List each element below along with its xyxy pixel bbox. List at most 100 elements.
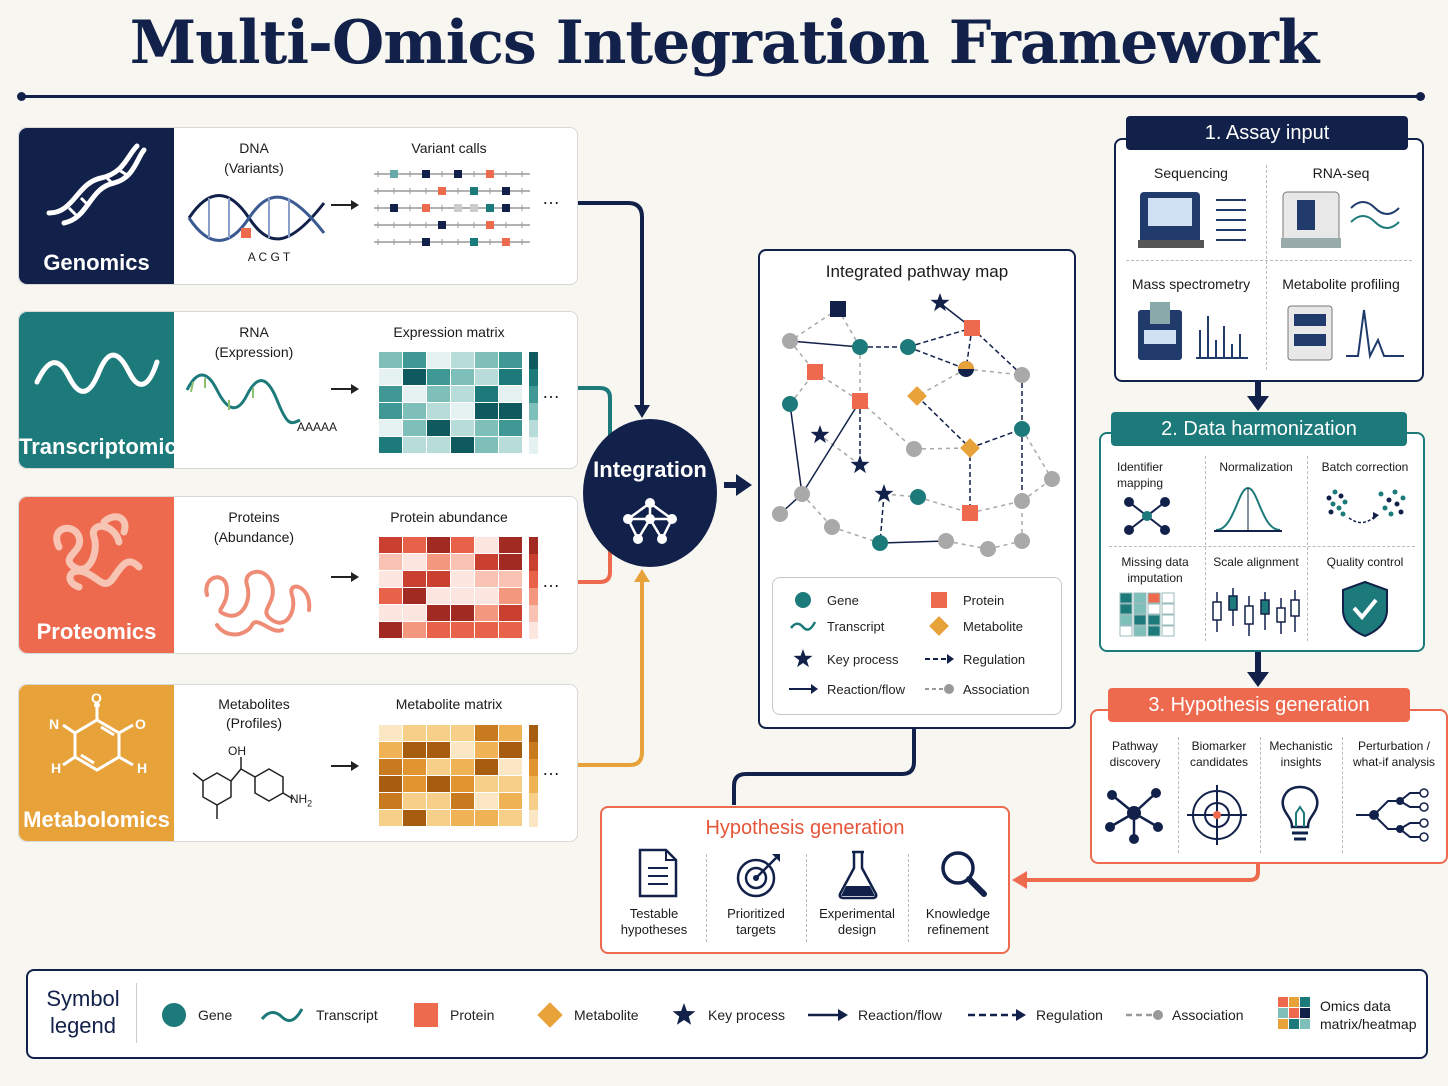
dna-label: DNA	[239, 140, 269, 156]
pathway-legend-metabolite-label: Metabolite	[963, 619, 1023, 634]
pathway-legend-transcript-icon	[790, 621, 817, 631]
metabolites-sublabel: (Profiles)	[225, 715, 282, 731]
heatmap-cell	[403, 571, 426, 587]
color-scale-bar	[529, 742, 538, 759]
assay-sequencing-label: Sequencing	[1154, 165, 1228, 181]
color-scale-bar	[529, 622, 538, 639]
heatmap-cell	[403, 605, 426, 621]
harmonization-divider-h	[1109, 546, 1415, 547]
legend-heatmap-cell	[1300, 997, 1310, 1007]
batch-point	[1330, 501, 1336, 507]
batch-point	[1342, 499, 1348, 505]
prioritized-line1: Prioritized	[727, 906, 785, 921]
color-scale-bar	[529, 793, 538, 810]
batch-point	[1392, 489, 1398, 495]
normalization-curve-icon	[1214, 486, 1282, 532]
outputs-divider-3	[908, 854, 909, 942]
legend-heatmap-cell	[1278, 1008, 1288, 1018]
heatmap-cell	[451, 759, 474, 775]
missing-data-cell	[1147, 625, 1161, 637]
batch-arrow	[1348, 515, 1376, 524]
heatmap-cell	[499, 437, 522, 453]
heatmap-cell	[499, 369, 522, 385]
heatmap-line1: Omics data	[1320, 998, 1391, 1014]
color-scale-bar	[529, 776, 538, 793]
missing-data-cell	[1133, 592, 1147, 604]
heatmap-cell	[403, 554, 426, 570]
batch-point	[1378, 491, 1384, 497]
proteins-sublabel: (Abundance)	[213, 529, 295, 545]
transcriptomics-tile: Transcriptomics	[19, 312, 189, 468]
heatmap-cell	[403, 776, 426, 792]
heatmap-cell	[499, 759, 522, 775]
color-scale-bar	[529, 386, 538, 403]
hypothesis-divider-2	[1260, 737, 1261, 853]
gene-node	[1014, 421, 1030, 437]
association-node	[1014, 493, 1030, 509]
svg-text:O: O	[135, 716, 146, 732]
legend-association-dot	[1153, 1010, 1163, 1020]
association-node	[772, 506, 788, 522]
heatmap-cell	[403, 403, 426, 419]
pathway-edge	[913, 447, 971, 450]
legend-heatmap-cell	[1289, 1019, 1299, 1029]
pathway-edge	[907, 346, 967, 370]
biomarker-line1: Biomarker	[1191, 739, 1247, 753]
rna-sublabel: (Expression)	[214, 344, 294, 360]
heatmap-cell	[499, 622, 522, 638]
heatmap-cell	[427, 369, 450, 385]
heatmap-cell	[379, 810, 402, 826]
biomarker-target-icon	[1187, 785, 1247, 845]
protein-abundance-title: Protein abundance	[390, 509, 508, 525]
heatmap-cell	[451, 742, 474, 758]
heatmap-cell	[403, 622, 426, 638]
pathway-network	[772, 293, 1060, 557]
rna-label: RNA	[239, 324, 269, 340]
heatmap-cell	[403, 386, 426, 402]
heatmap-cell	[475, 386, 498, 402]
heatmap-cell	[475, 776, 498, 792]
heatmap-cell	[379, 622, 402, 638]
proteomics-tile: Proteomics	[19, 497, 174, 653]
batch-point	[1328, 509, 1334, 515]
integration-hub[interactable]: Integration	[583, 419, 717, 567]
heatmap-cell	[379, 793, 402, 809]
color-scale-bar	[529, 537, 538, 554]
batch-point	[1386, 497, 1392, 503]
perturbation-line2: what-if analysis	[1352, 755, 1436, 769]
heatmap-cell	[427, 622, 450, 638]
integration-label: Integration	[593, 457, 707, 482]
heatmap-cell	[403, 759, 426, 775]
document-icon	[638, 848, 678, 898]
batch-point	[1340, 511, 1346, 517]
magnifier-icon	[941, 851, 987, 897]
protein-fold-icon	[53, 513, 143, 591]
key-process-node	[850, 455, 870, 474]
heatmap-cell	[475, 605, 498, 621]
color-scale-bar	[529, 571, 538, 588]
legend-title-divider	[136, 983, 137, 1043]
heatmap-cell	[475, 403, 498, 419]
batch-arrow-head	[1373, 512, 1379, 520]
nh2-group: NH2	[281, 791, 321, 811]
missing-data-cell	[1119, 625, 1133, 637]
proteomics-panel: Proteomics Proteins (Abundance) Protein …	[18, 496, 578, 654]
pathway-edge	[965, 368, 1023, 376]
arrow-icon	[331, 384, 359, 394]
legend-heatmap-label: Omics data matrix/heatmap	[1320, 997, 1424, 1033]
heatmap-cell	[451, 571, 474, 587]
pathway-discovery-line1: Pathway	[1111, 739, 1159, 753]
missing-data-cell	[1161, 625, 1175, 637]
pathway-edge	[789, 340, 861, 348]
nh-subscript: 2	[307, 798, 313, 809]
missing-data-icon	[1119, 592, 1175, 637]
